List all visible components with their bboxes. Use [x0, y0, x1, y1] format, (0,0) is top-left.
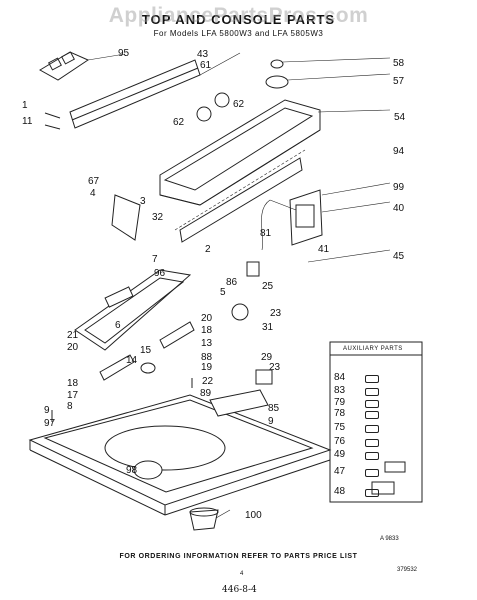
callout-99: 99 — [393, 182, 405, 193]
figure-code: A 9833 — [380, 536, 399, 542]
callout-94: 94 — [393, 146, 405, 157]
callout-54: 54 — [394, 112, 406, 123]
callout-41: 41 — [318, 244, 330, 255]
leader-lines — [87, 52, 391, 519]
auxiliary-item-47: 47 — [334, 466, 346, 477]
auxiliary-item-84: 84 — [334, 372, 346, 383]
callout-9: 9 — [268, 416, 274, 427]
auxiliary-parts-box — [329, 341, 423, 503]
callout-31: 31 — [262, 322, 274, 333]
callout-22: 22 — [202, 376, 214, 387]
callout-97: 97 — [44, 418, 56, 429]
callout-19: 19 — [201, 362, 213, 373]
auxiliary-part-icon — [365, 452, 379, 460]
callout-20: 20 — [201, 313, 213, 324]
callout-58: 58 — [393, 58, 405, 69]
watermark-text: AppliancePartsPros.com — [108, 4, 369, 27]
callout-57: 57 — [393, 76, 405, 87]
auxiliary-part-icon — [365, 411, 379, 419]
callout-40: 40 — [393, 203, 405, 214]
auxiliary-item-79: 79 — [334, 397, 346, 408]
bleach-cup-100 — [189, 507, 219, 531]
callout-18: 18 — [67, 378, 79, 389]
callout-62: 62 — [173, 117, 185, 128]
callout-6: 6 — [115, 320, 121, 331]
callout-15: 15 — [140, 345, 152, 356]
callout-11: 11 — [22, 116, 33, 127]
callout-21: 21 — [67, 330, 79, 341]
callout-95: 95 — [118, 48, 130, 59]
catalog-code: 379532 — [397, 567, 418, 573]
knobs — [196, 59, 289, 122]
callout-88: 88 — [201, 352, 213, 363]
callout-29: 29 — [261, 352, 273, 363]
auxiliary-item-48: 48 — [334, 486, 346, 497]
timer-assembly-40 — [261, 189, 323, 251]
callout-100: 100 — [245, 510, 262, 521]
hinges — [99, 321, 195, 381]
lid-assembly — [74, 269, 192, 351]
callout-17: 17 — [67, 390, 79, 401]
end-cap-67 — [111, 194, 141, 241]
callout-5: 5 — [220, 287, 226, 298]
callout-3: 3 — [140, 196, 146, 207]
ordering-note: FOR ORDERING INFORMATION REFER TO PARTS … — [119, 553, 358, 560]
callout-13: 13 — [201, 338, 213, 349]
callout-1: 1 — [22, 100, 28, 111]
auxiliary-part-icon — [365, 400, 379, 408]
callout-32: 32 — [152, 212, 164, 223]
callout-7: 7 — [152, 254, 158, 265]
callout-14: 14 — [126, 355, 138, 366]
callout-89: 89 — [200, 388, 212, 399]
callout-98: 98 — [126, 465, 138, 476]
callout-62: 62 — [233, 99, 245, 110]
callout-4: 4 — [90, 188, 96, 199]
lid-switch — [231, 261, 273, 385]
auxiliary-part-icon — [365, 375, 379, 383]
callout-20: 20 — [67, 342, 79, 353]
diagram-subtitle: For Models LFA 5800W3 and LFA 5805W3 — [153, 29, 324, 38]
callout-23: 23 — [269, 362, 281, 373]
auxiliary-part-icon — [365, 489, 379, 497]
callout-23: 23 — [270, 308, 282, 319]
screws — [44, 112, 193, 422]
callout-61: 61 — [200, 60, 212, 71]
callout-2: 2 — [205, 244, 211, 255]
callout-85: 85 — [268, 403, 280, 414]
auxiliary-part-icon — [365, 388, 379, 396]
console-panel-54 — [159, 99, 321, 243]
auxiliary-part-icon — [365, 425, 379, 433]
callout-9: 9 — [44, 405, 50, 416]
handwritten-note: 446-8-4 — [222, 585, 257, 595]
top-plate-95 — [39, 51, 90, 81]
diagram-title: TOP AND CONSOLE PARTS — [141, 12, 336, 27]
washer-top — [28, 389, 332, 516]
callout-86: 86 — [226, 277, 238, 288]
callout-45: 45 — [393, 251, 405, 262]
auxiliary-item-75: 75 — [334, 422, 346, 433]
auxiliary-title: AUXILIARY PARTS — [343, 346, 403, 352]
callout-43: 43 — [197, 49, 209, 60]
page-number: 4 — [240, 571, 244, 577]
callout-25: 25 — [262, 281, 274, 292]
auxiliary-item-76: 76 — [334, 436, 346, 447]
callout-67: 67 — [88, 176, 100, 187]
callout-81: 81 — [260, 228, 272, 239]
auxiliary-part-icon — [365, 469, 379, 477]
callout-96: 96 — [154, 268, 166, 279]
callout-18: 18 — [201, 325, 213, 336]
auxiliary-item-83: 83 — [334, 385, 346, 396]
auxiliary-item-49: 49 — [334, 449, 346, 460]
auxiliary-part-icon — [365, 439, 379, 447]
auxiliary-item-78: 78 — [334, 408, 346, 419]
callout-8: 8 — [67, 401, 73, 412]
